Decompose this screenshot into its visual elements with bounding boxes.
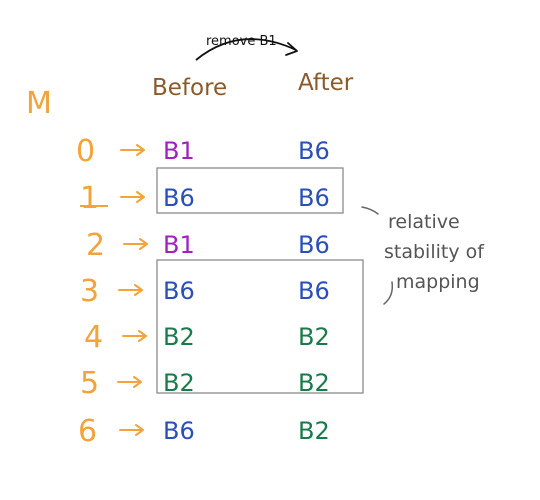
after-bin: B6 xyxy=(298,137,330,165)
note-brace-top xyxy=(361,206,379,215)
after-bin: B6 xyxy=(298,184,330,212)
header-before: Before xyxy=(152,75,227,101)
row-index: 1 xyxy=(80,181,99,216)
map-arrow-head xyxy=(136,144,145,156)
map-arrow-head xyxy=(136,191,145,203)
stability-box-rows-3-5 xyxy=(156,259,364,394)
row-index: 0 xyxy=(76,134,95,169)
remove-arrow-head xyxy=(285,42,298,56)
before-bin: B2 xyxy=(163,323,195,351)
map-arrow-head xyxy=(133,376,142,388)
map-label: M xyxy=(26,86,52,121)
row-index: 6 xyxy=(78,414,97,449)
note-brace-bottom xyxy=(383,281,394,305)
before-bin: B6 xyxy=(163,184,195,212)
row-index: 3 xyxy=(80,274,99,309)
after-bin: B2 xyxy=(298,417,330,445)
after-bin: B2 xyxy=(298,323,330,351)
map-arrow-head xyxy=(138,330,147,342)
map-arrow-head xyxy=(135,424,144,436)
map-arrow-head xyxy=(139,238,148,250)
after-bin: B6 xyxy=(298,277,330,305)
header-after: After xyxy=(298,70,354,96)
before-bin: B1 xyxy=(163,137,195,165)
row-index: 2 xyxy=(86,228,105,263)
note-line-1: relative xyxy=(388,211,460,233)
note-line-2: stability of xyxy=(384,241,485,263)
before-bin: B6 xyxy=(163,417,195,445)
row-index: 5 xyxy=(80,366,99,401)
before-bin: B2 xyxy=(163,369,195,397)
before-bin: B1 xyxy=(163,231,195,259)
stability-box-row-1 xyxy=(156,167,344,214)
row-index: 4 xyxy=(84,320,103,355)
remove-label: remove B1 xyxy=(206,34,277,49)
before-bin: B6 xyxy=(163,277,195,305)
after-bin: B2 xyxy=(298,369,330,397)
remove-arrow-curve xyxy=(195,38,297,61)
after-bin: B6 xyxy=(298,231,330,259)
map-arrow-head xyxy=(134,284,143,296)
note-line-3: mapping xyxy=(396,271,480,293)
